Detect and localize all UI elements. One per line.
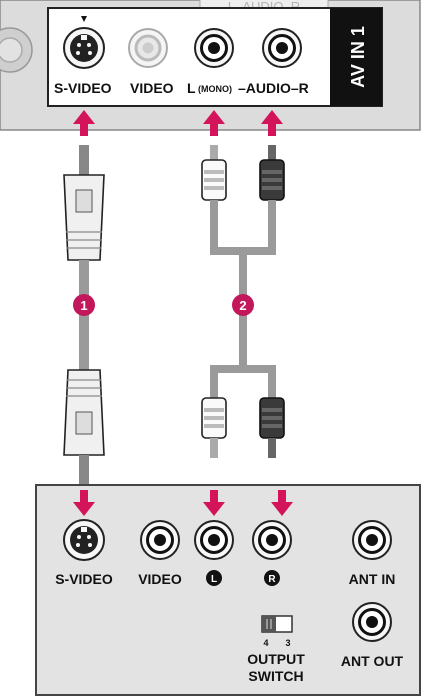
svg-text:1: 1 bbox=[80, 298, 87, 313]
top-video-label: VIDEO bbox=[130, 80, 174, 96]
marker-1: 1 bbox=[73, 294, 95, 316]
output-switch-line1: OUTPUT bbox=[247, 651, 305, 667]
ant-out-jack-icon[interactable] bbox=[351, 601, 393, 643]
top-mono-label: (MONO) bbox=[198, 84, 232, 94]
svideo-cable bbox=[63, 145, 105, 485]
av-in-side-tab bbox=[330, 8, 382, 106]
bottom-panel: S-VIDEO VIDEO L R ANT IN ANT OUT 4 3 OUT… bbox=[35, 484, 421, 696]
rca-plug-icon bbox=[259, 159, 285, 201]
rca-plug-icon bbox=[201, 159, 227, 201]
bottom-svideo-label: S-VIDEO bbox=[55, 571, 113, 587]
top-svideo-label: S-VIDEO bbox=[54, 80, 112, 96]
av-in-label: AV IN 1 bbox=[348, 26, 368, 88]
ant-in-jack-icon[interactable] bbox=[351, 519, 393, 561]
switch-3-label: 3 bbox=[285, 638, 290, 648]
svg-text:L: L bbox=[211, 574, 217, 585]
svideo-jack-icon[interactable] bbox=[63, 27, 105, 69]
top-panel: L–AUDIO–R AV IN 1 S-VIDEO VIDEO L (MONO)… bbox=[0, 0, 421, 131]
right-audio-jack-icon[interactable] bbox=[261, 27, 303, 69]
svideo-plug-icon bbox=[63, 174, 105, 261]
switch-icon[interactable] bbox=[261, 615, 293, 633]
svg-text:2: 2 bbox=[239, 298, 246, 313]
left-audio-jack-icon[interactable] bbox=[193, 519, 235, 561]
left-channel-badge: L bbox=[206, 570, 222, 586]
svg-text:R: R bbox=[268, 574, 276, 585]
marker-2: 2 bbox=[232, 294, 254, 316]
bottom-panel-body bbox=[35, 484, 421, 696]
svideo-jack-icon[interactable] bbox=[63, 519, 105, 561]
bottom-video-label: VIDEO bbox=[138, 571, 182, 587]
top-l-label: L bbox=[187, 80, 196, 96]
left-audio-jack-icon[interactable] bbox=[193, 27, 235, 69]
rca-plug-icon bbox=[259, 397, 285, 439]
top-audio-r-label: –AUDIO–R bbox=[238, 80, 309, 96]
video-jack-icon[interactable] bbox=[139, 519, 181, 561]
ant-in-label: ANT IN bbox=[349, 571, 396, 587]
right-channel-badge: R bbox=[264, 570, 280, 586]
video-jack-icon[interactable] bbox=[128, 28, 168, 68]
ant-out-label: ANT OUT bbox=[341, 653, 404, 669]
right-audio-jack-icon[interactable] bbox=[251, 519, 293, 561]
switch-4-label: 4 bbox=[263, 638, 268, 648]
output-switch-line2: SWITCH bbox=[248, 668, 303, 684]
rca-plug-icon bbox=[201, 397, 227, 439]
orientation-triangle-icon bbox=[81, 16, 87, 22]
